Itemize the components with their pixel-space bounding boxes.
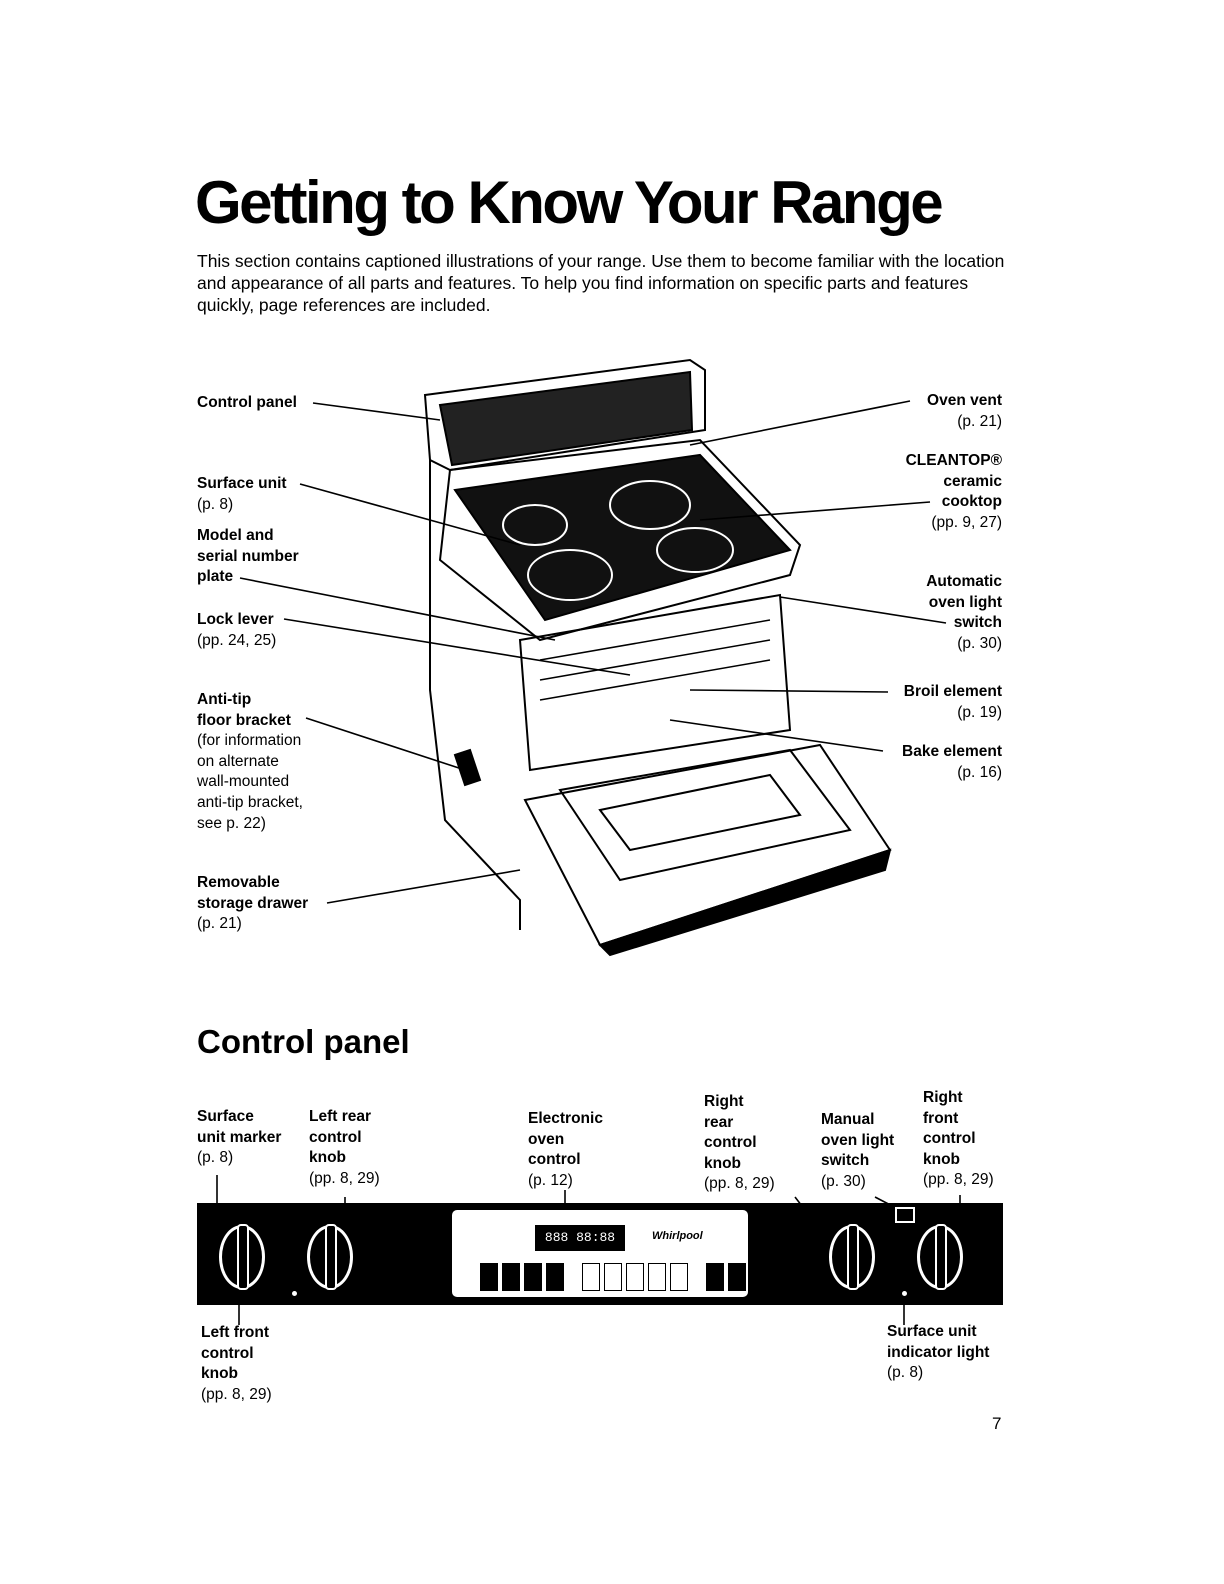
- intro-paragraph: This section contains captioned illustra…: [197, 251, 1005, 315]
- label-lock-lever: Lock lever(pp. 24, 25): [197, 611, 277, 649]
- left-rear-knob: [307, 1224, 353, 1290]
- left-front-knob: [219, 1224, 265, 1290]
- right-front-knob: [917, 1224, 963, 1290]
- control-panel-illustration: 888 88:88 Whirlpool: [197, 1203, 1003, 1305]
- label-broil-element: Broil element(p. 19): [903, 683, 1002, 721]
- right-rear-knob: [829, 1224, 875, 1290]
- page-number: 7: [992, 1414, 1002, 1433]
- page-title: Getting to Know Your Range: [195, 169, 944, 236]
- indicator-light-right: [902, 1291, 907, 1296]
- label-surface-unit: Surface unit(p. 8): [197, 475, 287, 513]
- oven-cavity: [518, 593, 792, 772]
- keypad: [480, 1263, 746, 1291]
- cooktop: [438, 438, 802, 642]
- whirlpool-logo: Whirlpool: [652, 1230, 703, 1242]
- oven-light-switch: [895, 1207, 915, 1223]
- label-bake-element: Bake element(p. 16): [902, 743, 1002, 781]
- label-oven-vent: Oven vent(p. 21): [927, 392, 1002, 430]
- electronic-oven-control: 888 88:88 Whirlpool: [452, 1210, 748, 1297]
- label-control-panel: Control panel: [197, 394, 297, 411]
- display-readout: 888 88:88: [535, 1225, 625, 1251]
- section-heading-control-panel: Control panel: [197, 1023, 410, 1060]
- indicator-light-left: [292, 1291, 297, 1296]
